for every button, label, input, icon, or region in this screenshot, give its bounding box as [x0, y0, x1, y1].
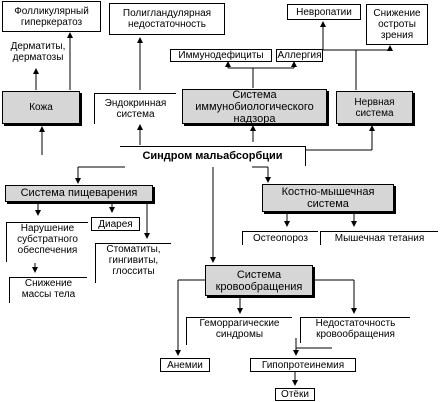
node-hypoproteinemia: Гипопротеинемия	[250, 358, 356, 372]
node-edema: Отёки	[275, 388, 315, 401]
node-neuropathy: Невропатии	[287, 4, 361, 20]
node-endocrine-system: Эндокринная система	[94, 93, 176, 124]
node-dermatitis: Дерматиты, дерматозы	[10, 41, 66, 63]
node-digestive-system: Система пищеварения	[5, 185, 153, 202]
node-immunobiological-surveillance: Система иммунобиологического надзора	[182, 89, 327, 124]
node-stomatitis: Стоматиты, гингивиты, глосситы	[95, 243, 171, 283]
node-weight-loss: Снижение массы тела	[9, 277, 87, 303]
node-muscle-tetany: Мышечная тетания	[320, 231, 438, 245]
node-vision-decrease: Снижение остроты зрения	[366, 4, 428, 45]
node-immunodeficiency: Иммунодефициты	[170, 49, 272, 62]
node-hemorrhagic-syndromes: Геморрагические синдромы	[186, 317, 292, 345]
node-allergy: Аллергия	[276, 49, 323, 62]
node-diarrhea: Диарея	[91, 217, 140, 231]
node-osteoporosis: Остеопороз	[242, 231, 318, 245]
node-malabsorption-syndrome: Синдром мальабсорбции	[120, 146, 306, 166]
node-circulatory-insufficiency: Недостаточность кровообращения	[300, 317, 410, 343]
node-polyglandular-insufficiency: Полигландулярная недостаточность	[109, 3, 225, 35]
node-anemia: Анемии	[160, 358, 210, 372]
node-follicular-hyperkeratosis: Фолликулярный гиперкератоз	[2, 1, 101, 32]
node-substrate-disorder: Нарушение субстратного обеспечения	[6, 222, 88, 262]
node-circulatory-system: Система кровообращения	[205, 265, 313, 296]
node-skin: Кожа	[2, 91, 80, 124]
node-musculoskeletal-system: Костно-мышечная система	[262, 184, 394, 212]
node-nervous-system: Нервная система	[336, 91, 413, 124]
